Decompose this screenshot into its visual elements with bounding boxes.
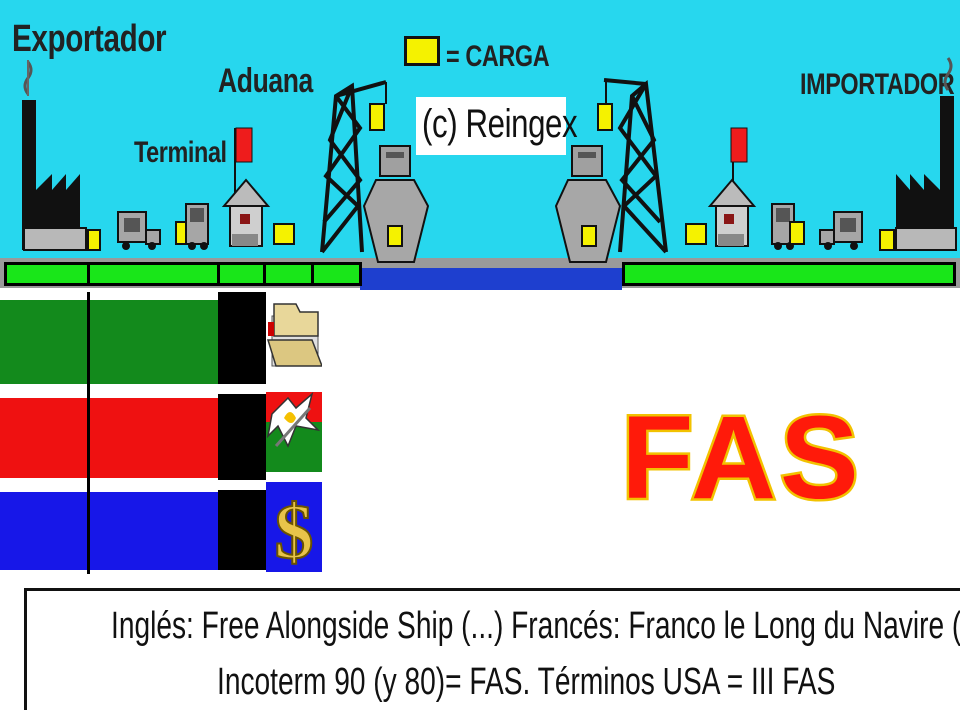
cargo-legend-label: = CARGA (446, 40, 550, 73)
terminal-band (218, 292, 266, 570)
folder-icon (266, 296, 322, 386)
description-box: Inglés: Free Alongside Ship (...) Francé… (24, 588, 960, 710)
cargo-box (369, 103, 385, 131)
customs-house-icon (707, 127, 757, 247)
terminal-label: Terminal (134, 136, 227, 169)
band-costs (0, 492, 220, 570)
ship-icon (554, 145, 622, 263)
dollar-icon: $ (266, 482, 322, 572)
truck-icon (185, 203, 209, 250)
cargo-box (789, 221, 805, 245)
crane-icon (603, 78, 668, 254)
ship-icon (362, 145, 430, 263)
description-line-1: Inglés: Free Alongside Ship (...) Francé… (111, 605, 960, 647)
exporter-ground (4, 262, 362, 286)
cargo-box (87, 229, 101, 251)
fas-title: FAS (619, 400, 863, 510)
cargo-box (597, 103, 613, 131)
responsibility-icons: $ (266, 296, 322, 572)
cargo-legend-icon (404, 36, 440, 66)
cargo-box (273, 223, 295, 245)
port-scene (22, 57, 957, 263)
truck-icon (771, 203, 795, 250)
boundary-line-exporter (87, 292, 90, 574)
svg-text:$: $ (275, 488, 314, 572)
copyright-label: (c) Reingex (422, 102, 578, 146)
fas-title-text: FAS (621, 400, 863, 510)
copyright-box (416, 97, 566, 155)
factory-icon (22, 61, 87, 251)
importer-ground (622, 262, 956, 286)
importer-label: IMPORTADOR (800, 68, 955, 101)
terminal-band-gap (218, 384, 266, 394)
cargo-box (685, 223, 707, 245)
ground-divider (311, 262, 314, 286)
truck-icon (117, 211, 161, 250)
factory-icon (895, 57, 957, 251)
insurance-icon (266, 391, 322, 472)
truck-icon (819, 211, 863, 250)
band-documents (0, 300, 220, 384)
terminal-band-gap (218, 480, 266, 490)
crane-icon (320, 80, 387, 254)
customs-house-icon (221, 127, 271, 247)
band-risk (0, 398, 220, 478)
ground-divider (217, 262, 220, 286)
water (360, 268, 622, 290)
description-line-2: Incoterm 90 (y 80)= FAS. Términos USA = … (217, 661, 836, 703)
customs-label: Aduana (218, 62, 313, 100)
exporter-label: Exportador (12, 18, 167, 60)
ground-divider (263, 262, 266, 286)
ground-divider (87, 262, 90, 286)
cargo-box (879, 229, 895, 251)
